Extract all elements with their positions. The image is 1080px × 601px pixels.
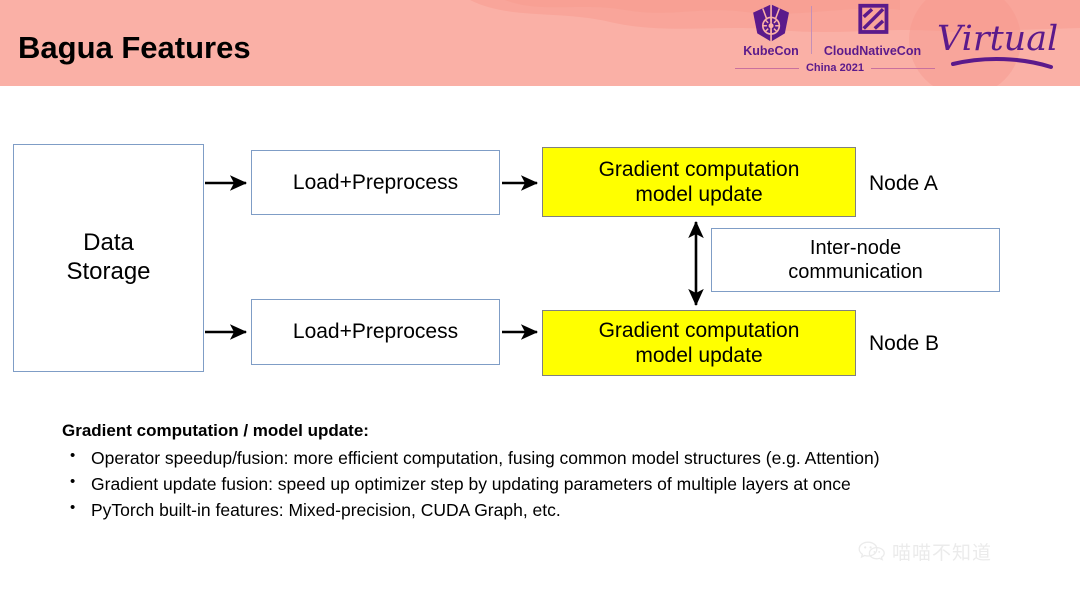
cloudnativecon-logo: CloudNativeCon <box>815 3 930 58</box>
box-gradient-a-text: Gradient computation model update <box>599 157 800 207</box>
list-item: Gradient update fusion: speed up optimiz… <box>62 471 977 497</box>
edition-rule-left <box>735 67 799 69</box>
gradient-a-line-1: Gradient computation <box>598 157 800 181</box>
data-storage-line-1: Data <box>83 229 134 257</box>
box-gradient-computation-b: Gradient computation model update <box>542 310 856 376</box>
virtual-text: Virtual <box>937 19 1058 59</box>
architecture-diagram: Data Storage Load+Preprocess Load+Prepro… <box>0 86 1080 396</box>
label-node-a: Node A <box>869 172 938 195</box>
gradient-a-line-2: model update <box>635 183 763 206</box>
conference-logo-lockup: KubeCon CloudNativeCon China 2021 Virtua… <box>735 0 1080 86</box>
kubecon-logo: KubeCon <box>735 3 807 58</box>
wechat-watermark: 喵喵不知道 <box>858 538 992 565</box>
logo-divider <box>811 6 812 54</box>
list-item: Operator speedup/fusion: more efficient … <box>62 445 977 471</box>
edition-label: China 2021 <box>805 62 865 74</box>
internode-line-2: communication <box>788 261 923 283</box>
data-storage-line-2: Storage <box>66 258 151 285</box>
header-decorative-blob <box>470 0 1080 86</box>
edition-rule-right <box>871 67 935 69</box>
virtual-script-wordmark: Virtual <box>937 19 1058 69</box>
list-item: PyTorch built-in features: Mixed-precisi… <box>62 497 977 523</box>
bullet-content: Gradient computation / model update: Ope… <box>62 420 977 524</box>
box-internode-text: Inter-node communication <box>788 236 923 284</box>
wechat-icon <box>858 541 885 561</box>
box-gradient-computation-a: Gradient computation model update <box>542 147 856 217</box>
box-internode-communication: Inter-node communication <box>711 228 1000 292</box>
slide-header-band: Bagua Features Kube <box>0 0 1080 86</box>
watermark-text: 喵喵不知道 <box>892 543 993 564</box>
gradient-b-line-2: model update <box>635 344 763 367</box>
box-data-storage: Data Storage <box>13 144 204 372</box>
page-title: Bagua Features <box>18 30 251 65</box>
cloudnativecon-label: CloudNativeCon <box>823 44 922 58</box>
box-data-storage-text: Data Storage <box>66 229 150 287</box>
kubernetes-helm-icon <box>753 4 789 42</box>
conference-edition-row: China 2021 <box>735 62 935 74</box>
internode-line-1: Inter-node <box>809 237 902 259</box>
box-gradient-b-text: Gradient computation model update <box>599 318 800 368</box>
label-node-b: Node B <box>869 332 940 355</box>
kubecon-label: KubeCon <box>743 44 799 58</box>
bullets-heading: Gradient computation / model update: <box>62 421 369 440</box>
box-load-preprocess-b: Load+Preprocess <box>251 299 500 365</box>
cncf-square-icon <box>858 3 889 34</box>
bullet-list: Operator speedup/fusion: more efficient … <box>62 445 977 523</box>
gradient-b-line-1: Gradient computation <box>598 318 800 342</box>
box-load-preprocess-a: Load+Preprocess <box>251 150 500 215</box>
